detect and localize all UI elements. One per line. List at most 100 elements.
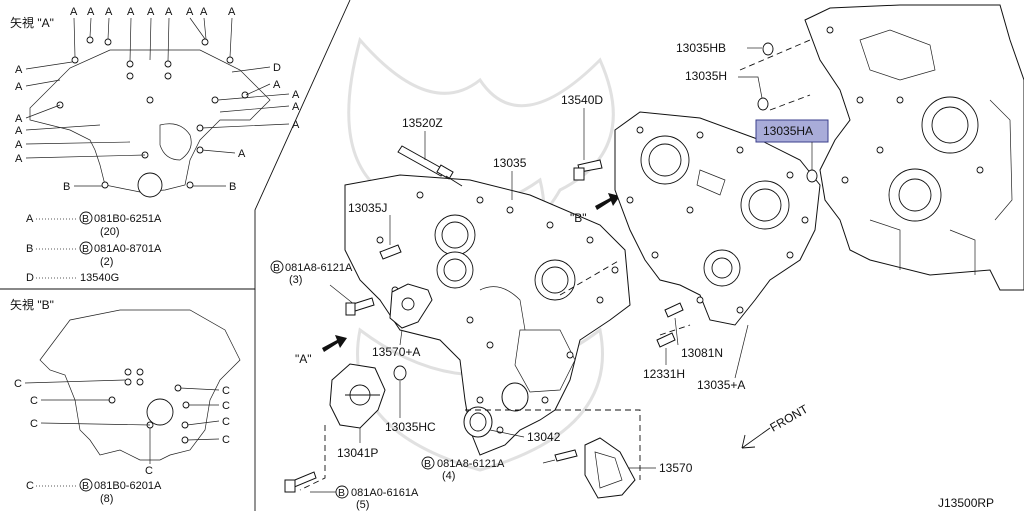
- legend-key: B: [26, 243, 33, 255]
- legend-part: 13540G: [80, 272, 119, 284]
- part-13081N: 13081N: [664, 302, 723, 360]
- drawing-id: J13500RP: [938, 496, 994, 510]
- callout-a: A: [15, 81, 23, 93]
- bolt-symbol: B: [338, 487, 345, 499]
- bolt-081A8-bottom: B 081A8-6121A (4): [421, 449, 578, 482]
- legend-qty: (8): [100, 493, 113, 505]
- part-13035HA: 13035HA: [755, 119, 829, 183]
- callout-a: A: [87, 6, 95, 18]
- callout-c: C: [222, 400, 230, 412]
- engine-block: [804, 4, 1024, 291]
- legend-key: A: [26, 213, 34, 225]
- callout-a: A: [238, 148, 246, 160]
- engine-block-bolt-holes: [826, 26, 984, 184]
- view-b-arrow: "B": [570, 193, 620, 225]
- callout-a: A: [147, 6, 155, 18]
- legend-row-a: A B 081B0-6251A (20): [26, 211, 162, 238]
- callout-a: A: [127, 6, 135, 18]
- label-081A8-6121A: 081A8-6121A: [437, 458, 505, 470]
- label-12331H: 12331H: [643, 367, 685, 381]
- callout-a: A: [15, 153, 23, 165]
- legend-part: 081A0-8701A: [94, 243, 162, 255]
- bolt-symbol: B: [82, 480, 89, 492]
- legend-row-b: B B 081A0-8701A (2): [26, 241, 162, 268]
- part-13570: 13570: [584, 437, 693, 499]
- callout-a: A: [15, 113, 23, 125]
- panel-dividers: [0, 0, 351, 511]
- label-13540D: 13540D: [561, 93, 603, 107]
- bolt-symbol: B: [82, 243, 89, 255]
- label-13035H: 13035H: [685, 69, 727, 83]
- part-12331H: 12331H: [643, 332, 685, 381]
- legend-qty: (2): [100, 256, 113, 268]
- part-13041P: 13041P: [329, 363, 386, 460]
- callout-a: A: [15, 125, 23, 137]
- label-13035: 13035: [493, 156, 527, 170]
- callout-a: A: [70, 6, 78, 18]
- front-direction-indicator: FRONT: [741, 401, 811, 449]
- label-13035HA: 13035HA: [763, 124, 813, 138]
- view-a-legend: A B 081B0-6251A (20) B B 081A0-8701A (2)…: [26, 211, 162, 284]
- callout-c: C: [30, 418, 38, 430]
- label-qty-4: (4): [442, 470, 455, 482]
- callout-a: A: [105, 6, 113, 18]
- label-13042: 13042: [527, 430, 561, 444]
- callout-a: A: [186, 6, 194, 18]
- label-13570: 13570: [659, 461, 693, 475]
- view-a-top-callouts: A A A A A A A A A: [70, 6, 236, 62]
- legend-key: D: [26, 272, 34, 284]
- highlight-13035HA: [755, 119, 829, 143]
- callout-a: A: [292, 119, 300, 131]
- view-a-title: 矢視 "A": [10, 15, 54, 30]
- view-b-legend: C B 081B0-6201A (8): [26, 478, 162, 505]
- callout-a: A: [273, 79, 281, 91]
- bolt-symbol: B: [82, 213, 89, 225]
- bolt-symbol: B: [273, 262, 280, 274]
- label-081A0-6161A: 081A0-6161A: [351, 487, 419, 499]
- callout-c: C: [222, 434, 230, 446]
- label-081A8-6121A: 081A8-6121A: [285, 262, 353, 274]
- view-a-bolt-holes: [56, 36, 249, 189]
- callout-c: C: [14, 378, 22, 390]
- view-a-left-callouts: A A A A A A: [15, 61, 146, 165]
- label-13081N: 13081N: [681, 346, 723, 360]
- label-13035HB: 13035HB: [676, 41, 726, 55]
- label-qty-3: (3): [289, 274, 302, 286]
- callout-d: D: [273, 62, 281, 74]
- arrow-a-label: "A": [295, 352, 312, 366]
- label-13035-A: 13035+A: [697, 378, 745, 392]
- label-13035J: 13035J: [348, 201, 387, 215]
- bolt-081A8-top: B 081A8-6121A (3): [270, 260, 375, 316]
- callout-b: B: [229, 181, 236, 193]
- part-13035HC: 13035HC: [385, 365, 436, 434]
- callout-c: C: [30, 395, 38, 407]
- label-13035HC: 13035HC: [385, 420, 436, 434]
- label-13041P: 13041P: [337, 446, 378, 460]
- view-b-panel: 矢視 "B" C C C C C C C C: [10, 297, 241, 477]
- front-cover-13035: [344, 174, 631, 456]
- legend-qty: (20): [100, 226, 120, 238]
- view-a-right-callouts: D A A A A A: [201, 62, 300, 160]
- view-a-arrow: "A": [295, 335, 347, 366]
- callout-a: A: [15, 139, 23, 151]
- legend-part: 081B0-6201A: [94, 480, 162, 492]
- callout-a: A: [292, 89, 300, 101]
- legend-key: C: [26, 480, 34, 492]
- callout-c: C: [222, 416, 230, 428]
- rear-cover-13035-A: [614, 111, 821, 326]
- legend-part: 081B0-6251A: [94, 213, 162, 225]
- label-qty-5: (5): [356, 499, 369, 511]
- bolt-symbol: B: [424, 458, 431, 470]
- callout-a: A: [200, 6, 208, 18]
- part-13042: 13042: [463, 382, 561, 444]
- callout-c: C: [222, 385, 230, 397]
- callout-a: A: [165, 6, 173, 18]
- callout-a: A: [15, 64, 23, 76]
- legend-row-d: D 13540G: [26, 272, 119, 284]
- view-b-title: 矢視 "B": [10, 297, 54, 312]
- arrow-b-label: "B": [570, 211, 587, 225]
- callout-b: B: [63, 181, 70, 193]
- part-13540D: 13540D: [561, 93, 603, 181]
- part-13035J: 13035J: [348, 201, 402, 260]
